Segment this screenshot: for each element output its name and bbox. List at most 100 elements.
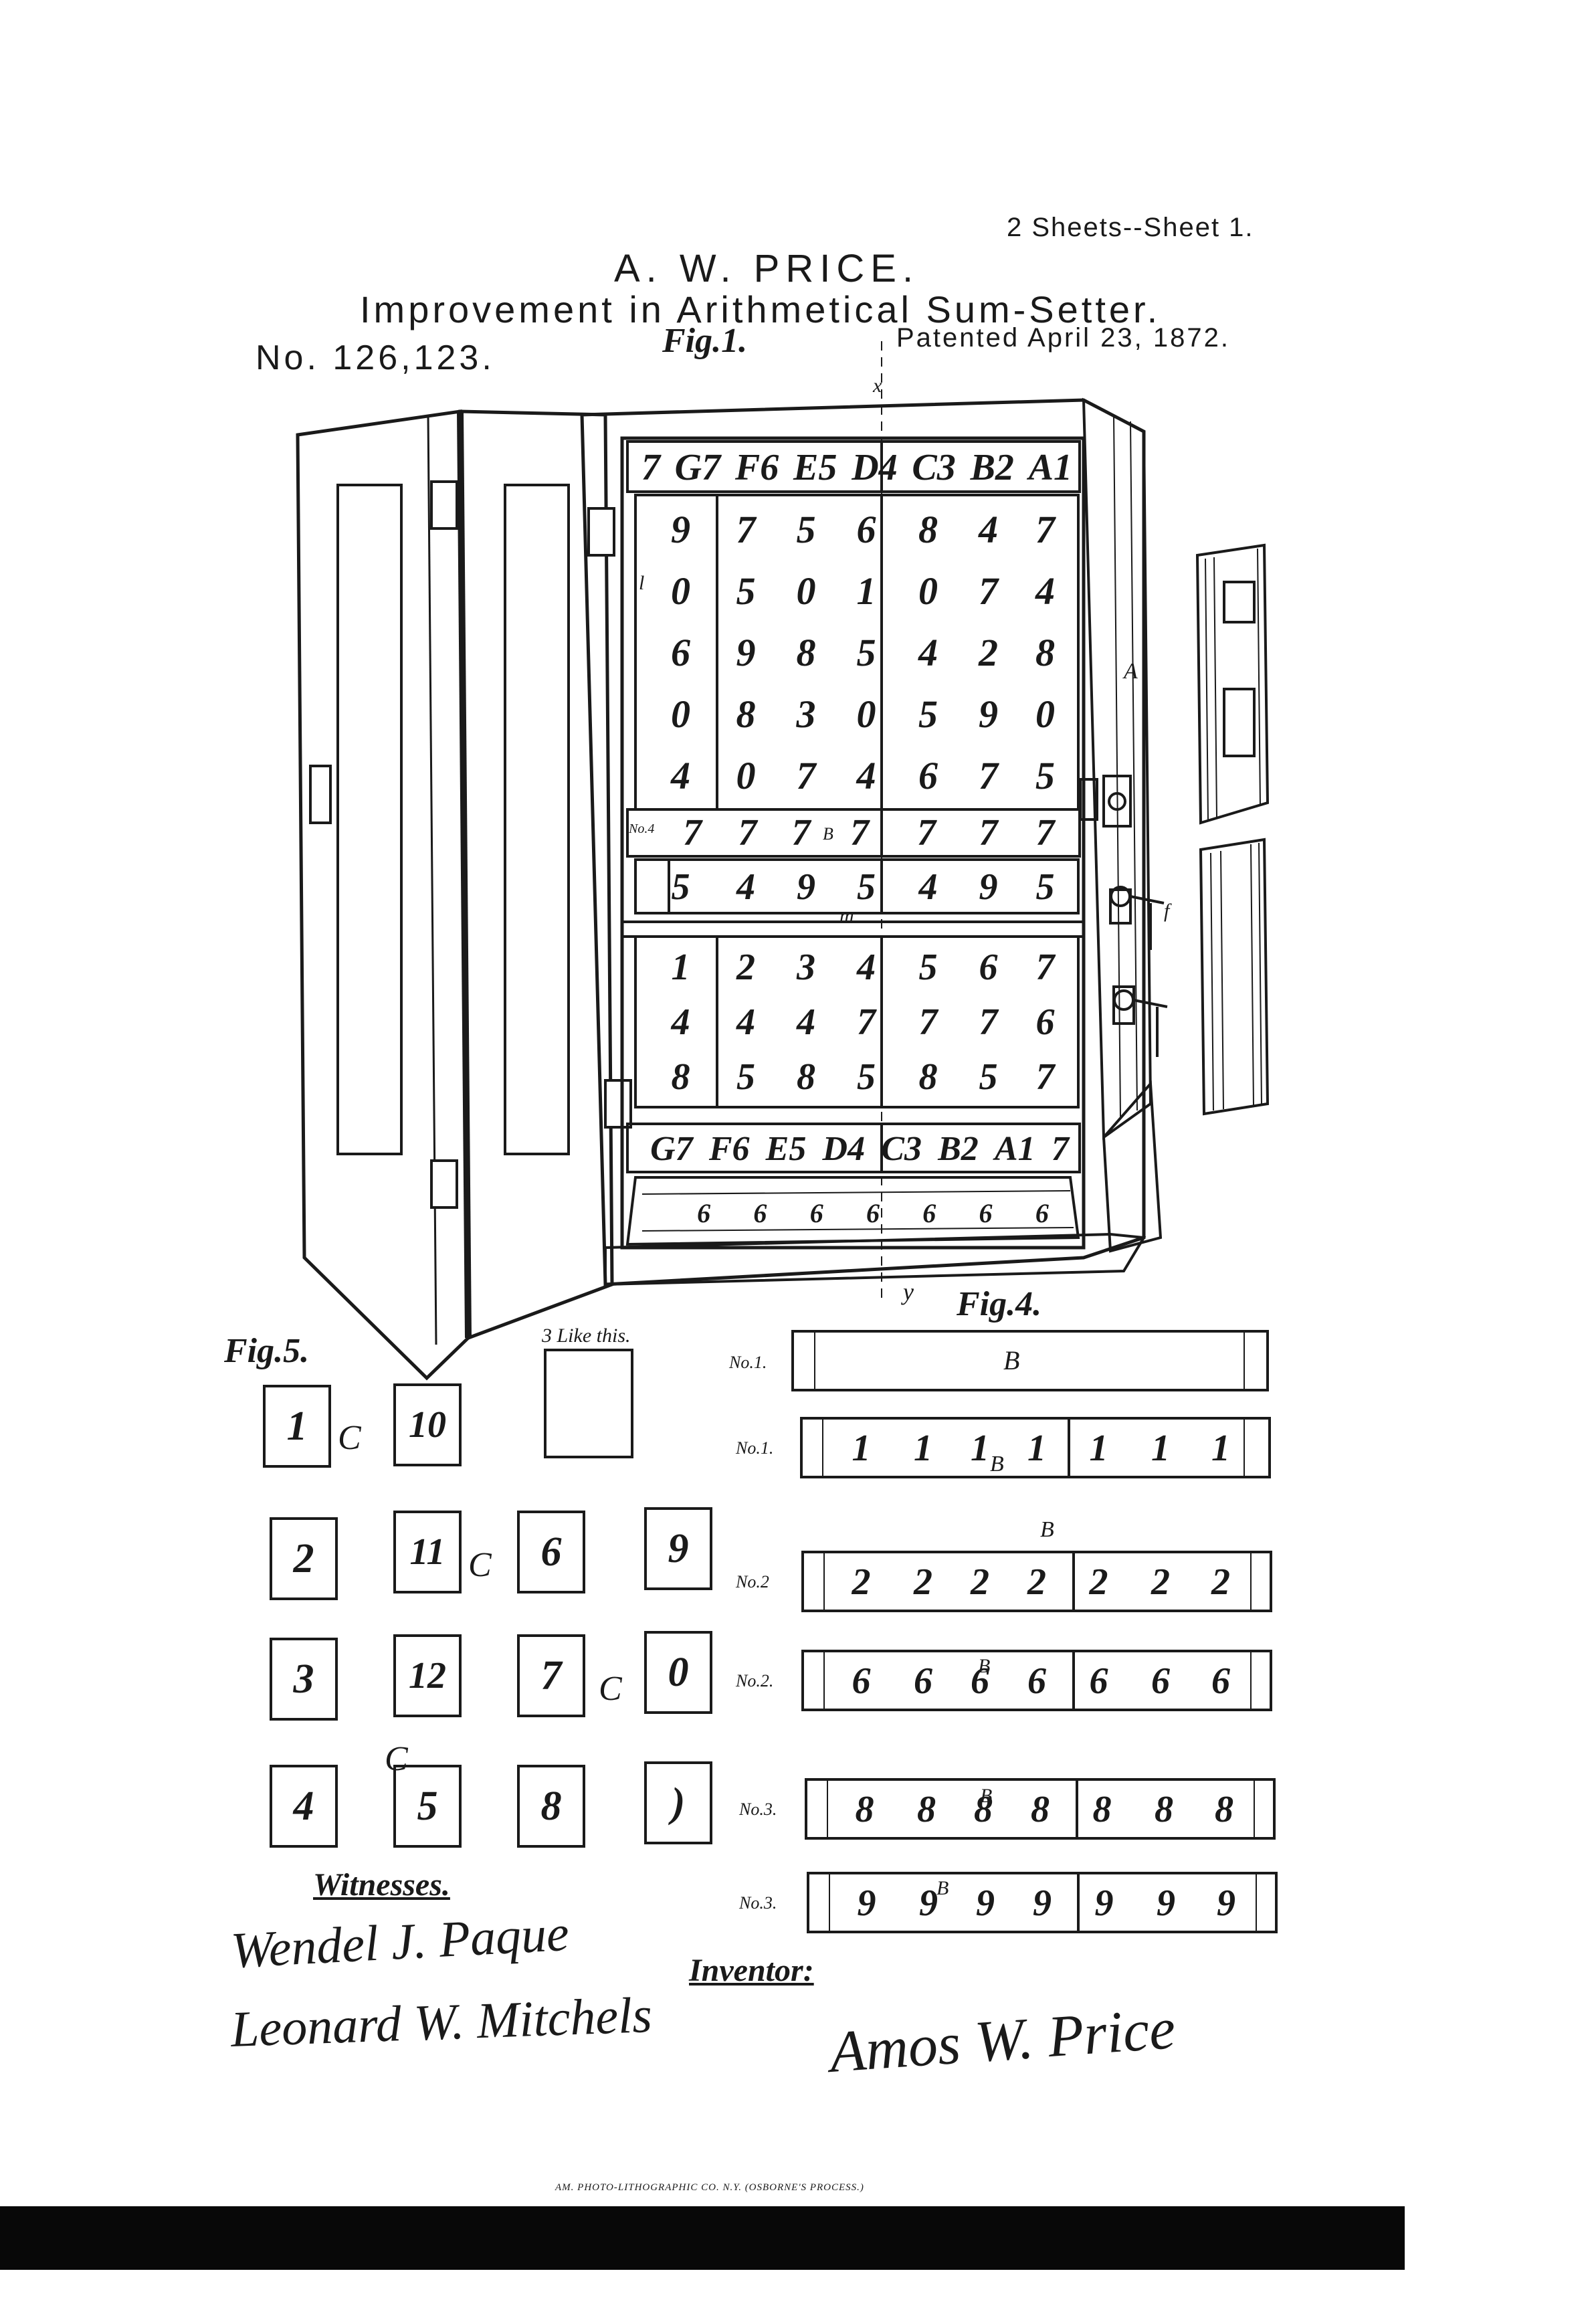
fig4-digit: 1: [1027, 1428, 1046, 1469]
grid-digit: 4: [856, 753, 876, 797]
lower-digit: 5: [918, 947, 938, 988]
fig4-digit: 6: [914, 1660, 932, 1702]
grid-digit: 4: [1035, 569, 1055, 613]
fig4-digit: 2: [914, 1561, 932, 1603]
card-number: 0: [668, 1649, 689, 1695]
card-number: ): [671, 1779, 686, 1826]
fig5-card: 12: [395, 1636, 460, 1716]
single-digit: 4: [736, 866, 755, 908]
grid-digit: 4: [671, 753, 690, 797]
grid-digit: 9: [979, 692, 998, 736]
lower-digit: 7: [918, 1001, 938, 1043]
fig4-row: 1 1 1 1 1 1 1: [829, 1421, 1251, 1476]
single-digit: 9: [797, 866, 815, 908]
grid-digit: 6: [856, 507, 876, 551]
fig4-digit: 8: [855, 1789, 874, 1830]
ref-letter-x: x: [873, 375, 882, 397]
fig4-digit: 6: [852, 1660, 871, 1702]
grid-digit: 9: [736, 630, 756, 674]
lower-digit: 7: [979, 1001, 998, 1043]
strip-b-mark: B: [823, 824, 833, 844]
fig4-digit: 8: [1031, 1789, 1050, 1830]
lower-digit: 6: [979, 947, 998, 988]
fig4-row-label: No.3.: [739, 1800, 777, 1819]
strip-digit: 7: [850, 812, 869, 854]
ref-letter-f: f: [1164, 900, 1170, 922]
fig4-b-mark: B: [980, 1785, 993, 1807]
c-mark: C: [468, 1546, 492, 1584]
fig4-digit: 8: [974, 1789, 993, 1830]
fig5-card: 11: [395, 1512, 460, 1592]
lower-digit: 2: [736, 947, 755, 988]
bottom-letter: E5: [765, 1129, 807, 1168]
patent-title: Improvement in Arithmetical Sum-Setter.: [360, 288, 1161, 330]
fig4-row-label: No.3.: [739, 1893, 777, 1913]
inventor-name-heading: A. W. PRICE.: [614, 247, 920, 290]
fig4-digit: 8: [917, 1789, 936, 1830]
grid-digit: 5: [918, 692, 938, 736]
grid-digit: 0: [671, 692, 690, 736]
lower-digit: 4: [736, 1001, 755, 1043]
drawer-digit: 6: [866, 1197, 880, 1228]
fig1-drawer-row: 6 6 6 6 6 6 6: [676, 1196, 1070, 1230]
lower-digit: 4: [797, 1001, 815, 1043]
grid-digit: 6: [918, 753, 938, 797]
fig4-digit: 8: [1092, 1789, 1112, 1830]
grid-digit: 7: [796, 753, 816, 797]
card-number: 8: [540, 1783, 562, 1829]
fig1-lower-grid: 1 2 3 4 5 6 7 4 4 4 7 7 7 6 8 5 8 5 8 5 …: [645, 940, 1074, 1104]
fig4-digit: 9: [1217, 1882, 1235, 1924]
drawer-digit: 6: [809, 1197, 823, 1228]
single-digit: 5: [1035, 866, 1055, 908]
fig4-digit: 2: [852, 1561, 871, 1603]
grid-digit: 9: [671, 507, 690, 551]
grid-digit: 0: [856, 692, 876, 736]
fig1-strip-row: 7 7 7 7 7 7 7: [666, 811, 1074, 855]
bottom-letter: G7: [650, 1129, 693, 1168]
fig4-digit: 9: [1094, 1882, 1114, 1924]
fig5-card: 6: [518, 1512, 584, 1592]
single-digit: 5: [857, 866, 876, 908]
top-letter: A1: [1028, 447, 1073, 488]
grid-digit: 6: [671, 630, 690, 674]
top-letter: G7: [674, 447, 721, 488]
grid-digit: 5: [736, 569, 756, 613]
bottom-letter: 7: [1051, 1129, 1069, 1168]
grid-digit: 7: [736, 507, 756, 551]
grid-digit: 7: [1035, 507, 1055, 551]
fig5-card: 2: [271, 1519, 336, 1599]
top-letter: D4: [852, 447, 898, 488]
fig4-row-label: No.2.: [736, 1671, 774, 1690]
card-number: 9: [668, 1525, 689, 1571]
drawer-digit: 6: [1035, 1197, 1049, 1228]
fig5-card: 5: [395, 1766, 460, 1846]
c-mark: C: [599, 1670, 622, 1708]
fig4-digit: 2: [1027, 1561, 1046, 1603]
grid-digit: 1: [856, 569, 876, 613]
grid-digit: 3: [796, 692, 816, 736]
fig4-digit: 9: [976, 1882, 995, 1924]
fig4-row-label: No.2: [736, 1572, 769, 1591]
fig4-digit: 6: [1211, 1660, 1230, 1702]
fig5-card: 10: [395, 1385, 460, 1465]
bottom-letter: B2: [938, 1129, 979, 1168]
top-letter: E5: [793, 447, 837, 488]
card-number: 10: [409, 1404, 446, 1446]
patent-date: Patented April 23, 1872.: [896, 323, 1230, 353]
lower-digit: 8: [797, 1056, 815, 1098]
lithographer-credit: AM. PHOTO-LITHOGRAPHIC CO. N.Y. (OSBORNE…: [555, 2182, 864, 2193]
single-digit: 5: [671, 866, 690, 908]
grid-digit: 5: [1035, 753, 1055, 797]
fig4-digit: 2: [1211, 1561, 1230, 1603]
lower-digit: 8: [671, 1056, 690, 1098]
fig4-b-mark: B: [936, 1877, 949, 1899]
fig4-digit: 1: [1211, 1428, 1230, 1469]
grid-digit: 8: [796, 630, 816, 674]
witnesses-label: Witnesses.: [313, 1867, 450, 1903]
strip-digit: 7: [738, 812, 757, 854]
card-number: 12: [409, 1655, 446, 1697]
drawer-digit: 6: [979, 1197, 993, 1228]
fig4-b-mark: B: [1040, 1517, 1054, 1542]
